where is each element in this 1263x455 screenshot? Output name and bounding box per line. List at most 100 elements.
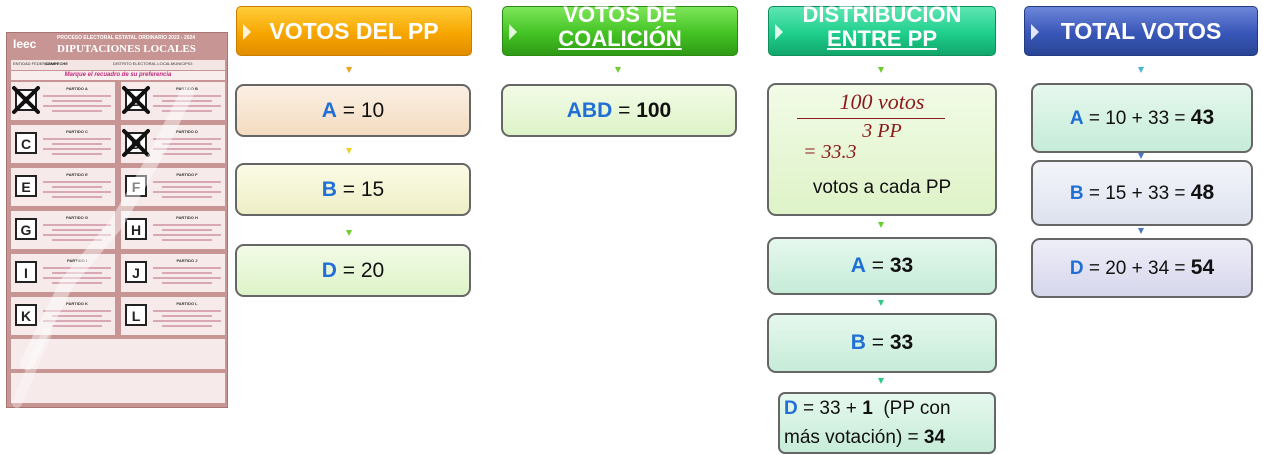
ballot-candidate-line xyxy=(153,234,221,236)
ballot-candidate-line xyxy=(52,100,102,102)
pp-box-a: A = 10 xyxy=(235,84,471,137)
distribution-d-line-2: más votación) = 34 xyxy=(784,423,994,452)
vote-text: = 20 + 34 = xyxy=(1083,258,1191,279)
ballot-candidate-line xyxy=(162,282,212,284)
party-key: B xyxy=(321,177,337,201)
formula-numerator: 100 votos xyxy=(839,89,925,114)
entity-value: CAMPECHE xyxy=(45,61,68,66)
header-line-2: ENTRE PP xyxy=(826,26,938,51)
ballot-party-name: PARTIDO A xyxy=(66,86,88,91)
vote-text: = 10 xyxy=(336,98,385,122)
arrow-down-icon xyxy=(1138,153,1145,159)
ballot-candidate-line xyxy=(43,310,111,312)
ballot-party-name: PARTIDO K xyxy=(66,301,88,306)
extra-vote: 1 xyxy=(862,398,873,419)
vote-mark-icon xyxy=(122,129,150,157)
ballot-candidate-line xyxy=(162,196,212,198)
header-arrow-icon xyxy=(509,24,517,40)
distribution-formula-box: 100 votos 3 PP = 33.3 votos a cada PP xyxy=(767,83,997,216)
vote-text: = xyxy=(865,331,890,354)
party-key: D xyxy=(1069,258,1084,279)
ballot-cell: DPARTIDO D xyxy=(121,125,225,163)
ballot-candidate-line xyxy=(162,110,212,112)
ballot-candidate-line xyxy=(52,282,102,284)
ballot-party-box: F xyxy=(125,175,147,197)
ballot-candidate-line xyxy=(43,181,111,183)
vote-total: 48 xyxy=(1190,181,1215,204)
ballot-candidate-line xyxy=(43,148,111,150)
arrow-down-icon xyxy=(1138,228,1145,234)
ballot-footer-write-in xyxy=(11,339,225,369)
ballot-party-name: PARTIDO B xyxy=(176,86,198,91)
ballot-candidate-line xyxy=(162,229,212,231)
ballot-cell: BPARTIDO B xyxy=(121,82,225,120)
ballot-candidate-line xyxy=(162,239,212,241)
ballot-candidate-line xyxy=(153,181,221,183)
header-distribucion: DISTRIBUCIÓN ENTRE PP xyxy=(768,4,996,56)
ballot-info-row: ENTIDAD FEDERATIVA: CAMPECHE DISTRITO EL… xyxy=(11,60,225,70)
ballot-candidate-line xyxy=(43,95,111,97)
ballot-candidate-line xyxy=(153,105,221,107)
ballot-party-name: PARTIDO G xyxy=(66,215,88,220)
ballot-candidate-line xyxy=(43,191,111,193)
vote-mark-icon xyxy=(122,86,150,114)
total-box-a: A = 10 + 33 = 43 xyxy=(1031,83,1253,153)
ballot-candidate-line xyxy=(52,229,102,231)
arrow-down-icon xyxy=(878,222,885,228)
ballot-candidate-line xyxy=(52,239,102,241)
ballot-candidate-line xyxy=(162,186,212,188)
party-key: D xyxy=(784,398,798,419)
ballot-candidate-line xyxy=(52,272,102,274)
ballot-party-name: PARTIDO L xyxy=(176,301,198,306)
ballot-party-name: PARTIDO J xyxy=(176,258,198,263)
ballot-candidate-line xyxy=(153,310,221,312)
ballot-candidate-line xyxy=(162,143,212,145)
ballot-candidate-line xyxy=(52,315,102,317)
ballot-candidate-line xyxy=(153,138,221,140)
ballot-candidate-line xyxy=(52,110,102,112)
ballot-candidate-line xyxy=(43,138,111,140)
ballot-instruction: Marque el recuadro de su preferencia xyxy=(11,71,225,80)
ballot-candidate-line xyxy=(153,224,221,226)
party-key: B xyxy=(1069,183,1084,204)
header-arrow-icon xyxy=(775,24,783,40)
arrow-down-icon xyxy=(878,300,885,306)
ballot-candidate-line xyxy=(162,100,212,102)
ballot-party-name: PARTIDO H xyxy=(176,215,198,220)
formula-result: = 33.3 xyxy=(803,141,857,163)
total-box-b: B = 15 + 33 = 48 xyxy=(1031,160,1253,226)
header-line-2: COALICIÓN xyxy=(558,26,682,51)
ballot-party-box: I xyxy=(15,261,37,283)
ballot-candidate-line xyxy=(153,148,221,150)
distribution-box-d: D = 33 + 1 (PP con más votación) = 34 xyxy=(778,392,996,454)
vote-text: = 10 + 33 = xyxy=(1083,108,1191,129)
ballot-candidate-line xyxy=(153,267,221,269)
ballot-party-box: G xyxy=(15,218,37,240)
header-votos-del-pp: VOTOS DEL PP xyxy=(236,6,472,56)
arrow-down-icon xyxy=(878,378,885,384)
coalition-box-abd: ABD = 100 xyxy=(501,84,737,137)
vote-text: = 15 xyxy=(336,177,385,201)
distribution-box-b: B = 33 xyxy=(767,313,997,373)
header-arrow-icon xyxy=(1031,24,1039,40)
ballot-party-box: C xyxy=(15,132,37,154)
ballot-logo: Ieec xyxy=(13,37,37,51)
coalition-key: ABD xyxy=(566,98,613,122)
municipality-label: MUNICIPIO: xyxy=(171,61,194,66)
vote-text: = 20 xyxy=(336,258,385,282)
arrow-down-icon xyxy=(346,148,353,154)
ballot-candidate-line xyxy=(43,224,111,226)
party-key: D xyxy=(321,258,337,282)
ballot-candidate-line xyxy=(153,277,221,279)
arrow-down-icon xyxy=(346,67,353,73)
ballot-image: Ieec PROCESO ELECTORAL ESTATAL ORDINARIO… xyxy=(6,32,228,408)
arrow-down-icon xyxy=(878,67,885,73)
header-arrow-icon xyxy=(243,24,251,40)
party-key: A xyxy=(321,98,337,122)
pp-box-d: D = 20 xyxy=(235,244,471,297)
